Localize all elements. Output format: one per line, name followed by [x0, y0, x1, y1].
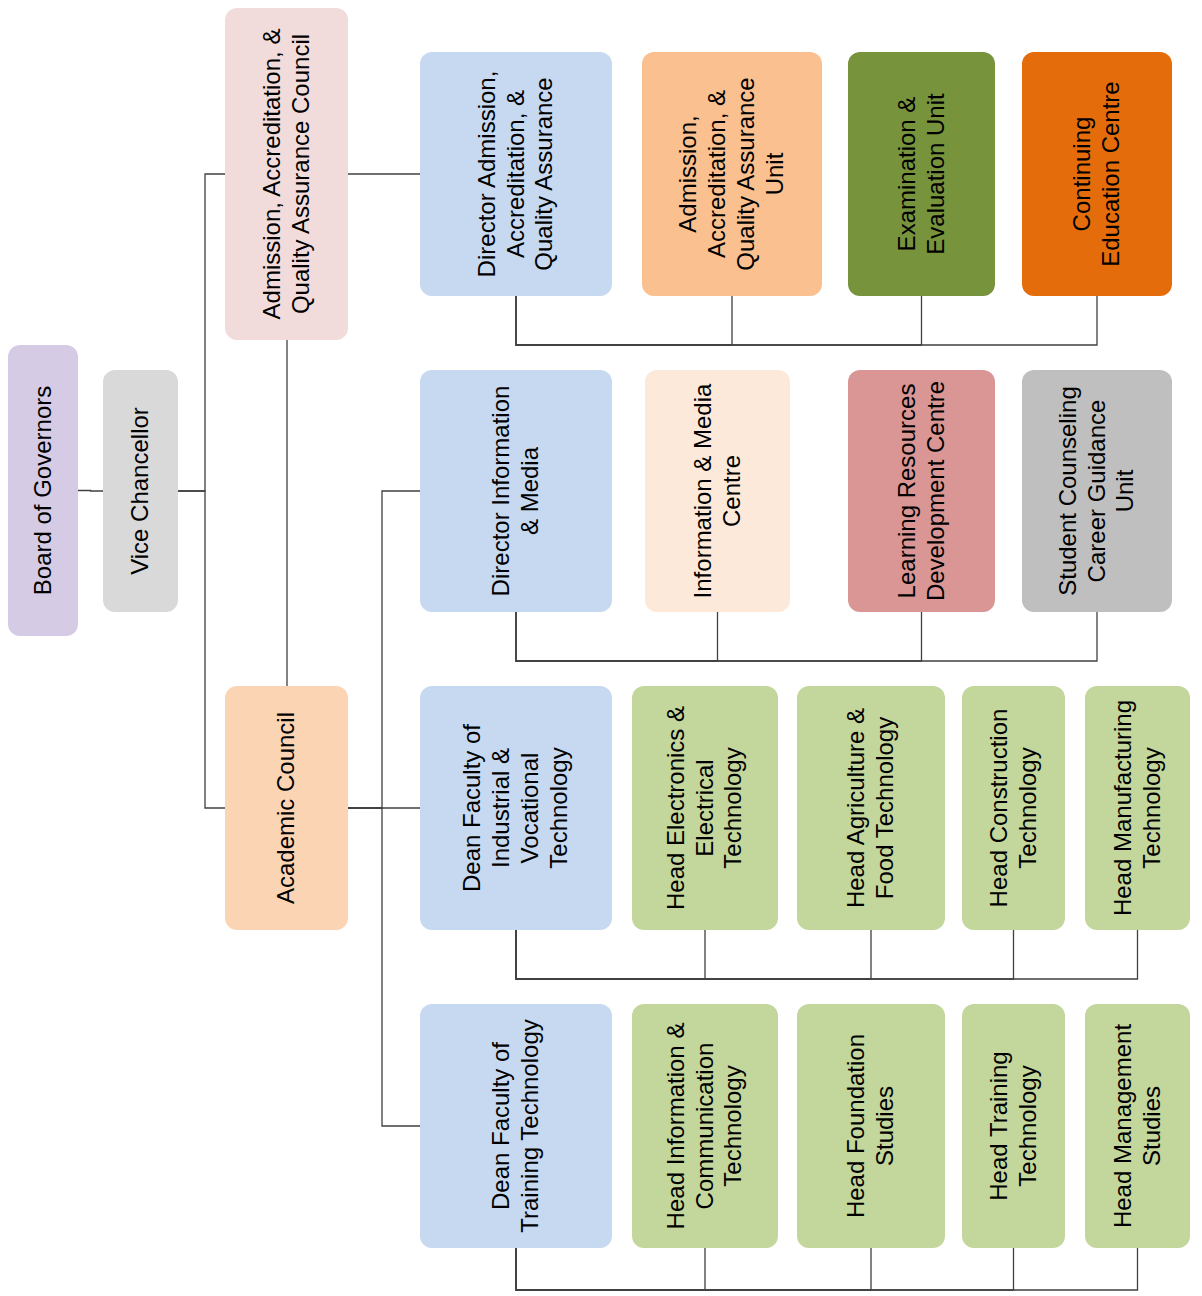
- org-box: Head Information & Communication Technol…: [632, 1004, 778, 1248]
- box-label: Student Counseling Career Guidance Unit: [1054, 380, 1140, 602]
- box-label: Director Information & Media: [487, 380, 545, 602]
- org-box: Director Admission, Accreditation, & Qua…: [420, 52, 612, 296]
- org-box: Information & Media Centre: [645, 370, 790, 612]
- org-connector: [516, 612, 718, 661]
- box-label: Head Construction Technology: [985, 696, 1043, 920]
- box-label: Learning Resources Development Centre: [893, 380, 951, 602]
- org-connector: [348, 173, 420, 174]
- box-label: Head Electronics & Electrical Technology: [662, 696, 748, 920]
- org-connector: [178, 491, 225, 808]
- org-box: Student Counseling Career Guidance Unit: [1022, 370, 1172, 612]
- org-box: Head Electronics & Electrical Technology: [632, 686, 778, 930]
- org-box: Examination & Evaluation Unit: [848, 52, 995, 296]
- org-box: Head Management Studies: [1085, 1004, 1190, 1248]
- org-connector: [516, 612, 922, 661]
- org-box: Dean Faculty of Training Technology: [420, 1004, 612, 1248]
- box-label: Director Admission, Accreditation, & Qua…: [473, 62, 559, 286]
- org-box: Head Training Technology: [962, 1004, 1065, 1248]
- org-box: Head Construction Technology: [962, 686, 1065, 930]
- org-connector: [516, 930, 871, 979]
- box-label: Admission, Accreditation, & Quality Assu…: [258, 18, 316, 330]
- box-label: Academic Council: [272, 712, 301, 904]
- box-label: Head Information & Communication Technol…: [662, 1014, 748, 1238]
- org-box: Head Agriculture & Food Technology: [797, 686, 945, 930]
- org-connector: [516, 1248, 705, 1290]
- org-connector: [78, 490, 103, 492]
- box-label: Head Management Studies: [1109, 1014, 1167, 1238]
- org-connector: [348, 808, 420, 1126]
- org-box: Learning Resources Development Centre: [848, 370, 995, 612]
- box-label: Examination & Evaluation Unit: [893, 62, 951, 286]
- box-label: Information & Media Centre: [689, 380, 747, 602]
- box-label: Admission, Accreditation, & Quality Assu…: [674, 62, 789, 286]
- org-connector: [516, 1248, 871, 1290]
- org-box: Dean Faculty of Industrial & Vocational …: [420, 686, 612, 930]
- box-label: Head Manufacturing Technology: [1109, 696, 1167, 920]
- org-connector: [286, 340, 287, 686]
- org-box: Head Foundation Studies: [797, 1004, 945, 1248]
- org-box: Head Manufacturing Technology: [1085, 686, 1190, 930]
- org-connector: [516, 612, 1097, 661]
- box-label: Continuing Education Centre: [1068, 62, 1126, 286]
- org-connector: [516, 930, 1014, 979]
- box-label: Dean Faculty of Training Technology: [487, 1014, 545, 1238]
- org-connector: [516, 930, 1138, 979]
- box-label: Head Training Technology: [985, 1014, 1043, 1238]
- org-box: Admission, Accreditation, & Quality Assu…: [642, 52, 822, 296]
- box-label: Head Agriculture & Food Technology: [842, 696, 900, 920]
- box-label: Board of Governors: [29, 386, 58, 595]
- org-box: Admission, Accreditation, & Quality Assu…: [225, 8, 348, 340]
- org-connector: [516, 1248, 1014, 1290]
- org-connector: [516, 296, 922, 345]
- org-connector: [516, 296, 1097, 345]
- org-box: Vice Chancellor: [103, 370, 178, 612]
- org-box: Director Information & Media: [420, 370, 612, 612]
- org-connector: [178, 174, 225, 491]
- box-label: Vice Chancellor: [126, 407, 155, 575]
- org-connector: [516, 930, 705, 979]
- org-box: Academic Council: [225, 686, 348, 930]
- org-box: Continuing Education Centre: [1022, 52, 1172, 296]
- org-connector: [348, 491, 420, 808]
- org-connector: [516, 1248, 1138, 1290]
- box-label: Head Foundation Studies: [842, 1014, 900, 1238]
- box-label: Dean Faculty of Industrial & Vocational …: [458, 696, 573, 920]
- org-box: Board of Governors: [8, 345, 78, 636]
- org-connector: [516, 296, 732, 345]
